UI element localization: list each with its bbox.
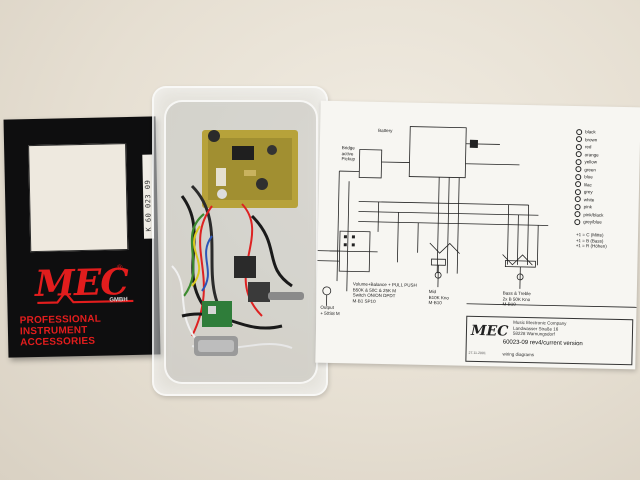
tagline-line-3: ACCESSORIES [20,335,96,349]
schematic-lines [317,126,637,308]
mid-pot-label: Mid B10K Kno M·B10 [429,289,450,306]
red-wire [191,205,213,337]
preamp-electronics [171,130,304,356]
company-address: Music Electronic Company Landwasser Stra… [513,320,623,339]
logo-swoosh-icon [37,290,134,305]
switch-board [202,301,232,327]
bass-treble-label: Bass & Treble 2x B 50K Kno M·B10 [502,291,531,308]
title-block-logo: MEC [470,322,509,340]
drawing-title-block: MEC Music Electronic Company Landwasser … [465,315,634,366]
potentiometer [234,256,256,278]
battery-label: Battery [378,127,393,134]
bridge-pickup-label: Bridge active Pickup [342,145,356,162]
pot-shaft [268,292,304,300]
wire-color-legend: black brown red orange yellow green blue… [574,128,636,227]
legend-item: grey/blue [574,218,634,227]
drawing-kind: wiring diagrams [502,351,535,358]
capacitor [208,130,220,142]
bridge-label-line-1: Bridge [341,145,355,151]
output-label-line-2: + 50S8 M [320,310,340,316]
mec-logo: MEC ® GMBH [29,261,140,309]
mid-label-line-3: M·B10 [428,299,442,306]
switch-label: Volume+Balance + PULL PUSH B50K & 50C & … [353,281,417,304]
card-tagline: PROFESSIONAL INSTRUMENT ACCESSORIES [20,313,151,349]
bass-label-line-3: M·B10 [502,301,516,307]
gmbh-text: GMBH [109,297,128,304]
ic-chip [232,146,254,160]
drawing-date: 27.11.2001 [468,350,486,356]
blue-wire [201,235,213,292]
yellow-wire [191,225,201,287]
wiring-diagram-sheet: Battery Bridge active Pickup Volume+Bala… [315,100,640,370]
output-label: Output + 50S8 M [320,305,340,316]
ground-notes: +1 = C (Mitte) +1 = B (Bass) +1 = R (Höh… [576,232,607,249]
company-line-3: 58228 Warnungsdorf [512,330,555,337]
gnd-note-3: +1 = R (Höhen) [575,243,607,249]
drawing-number: 60023-09 rev4/current version [502,339,583,348]
packaging-card: K 60 023 09 MEC ® GMBH PROFESSIONAL INST… [3,116,161,358]
card-window-cutout [28,143,129,253]
green-wire [183,213,205,297]
bridge-label-line-3: Pickup [341,156,356,162]
